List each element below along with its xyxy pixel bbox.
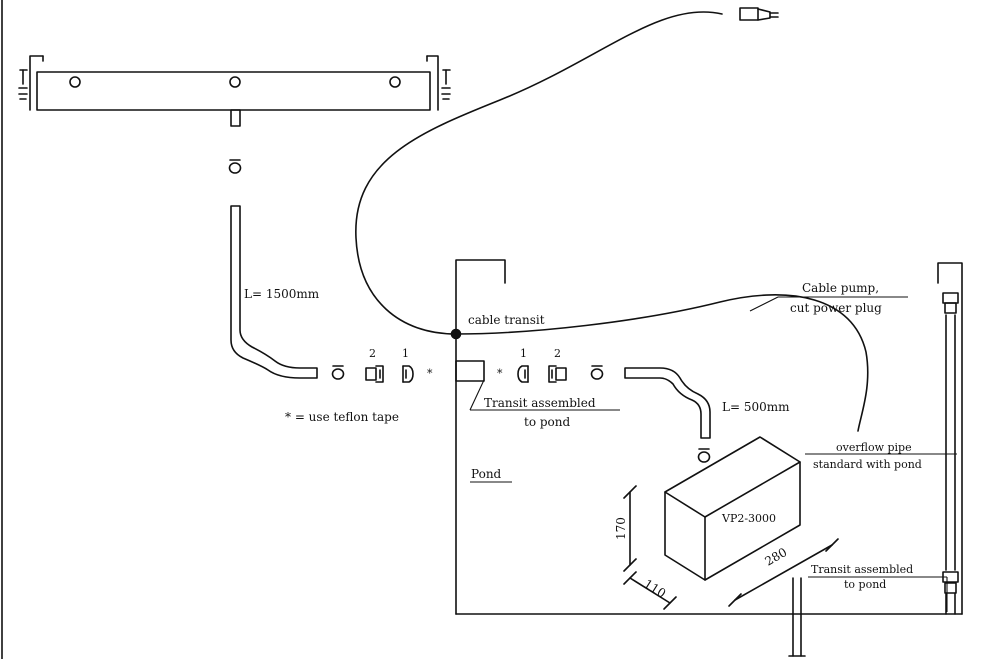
coupling-left-1-number: 1 bbox=[402, 347, 409, 360]
coupling-right-1-number: 1 bbox=[520, 347, 527, 360]
cable-pump-label-line1: Cable pump, bbox=[802, 281, 879, 295]
pond-wall-left bbox=[455, 259, 506, 615]
bar-outlet-nipple bbox=[230, 109, 241, 127]
teflon-note: * = use teflon tape bbox=[285, 410, 399, 424]
bracket-left bbox=[29, 55, 44, 111]
screw-right-icon bbox=[441, 69, 451, 100]
pond-transit-box bbox=[455, 360, 485, 382]
hose-clamp-right-icon bbox=[590, 365, 604, 380]
filter-bar-assembly bbox=[18, 55, 451, 127]
star-left: * bbox=[427, 367, 433, 380]
transit-right-label-line1: Transit assembled bbox=[811, 563, 913, 576]
dimension-width bbox=[623, 571, 677, 610]
overflow-label-line1: overflow pipe bbox=[836, 441, 912, 454]
coupling-left-2-number: 2 bbox=[369, 347, 376, 360]
coupling-right-1-icon bbox=[517, 365, 529, 383]
hose-clamp-top-icon bbox=[228, 159, 242, 174]
hose-clamp-bottom-icon bbox=[697, 448, 711, 463]
star-right: * bbox=[497, 367, 503, 380]
coupling-left-1-icon bbox=[402, 365, 414, 383]
coupling-right-2-number: 2 bbox=[554, 347, 561, 360]
hose-long-label: L= 1500mm bbox=[244, 287, 320, 301]
coupling-right-2-icon bbox=[548, 365, 567, 383]
pond-wall-right bbox=[937, 262, 963, 615]
cable-transit-label: cable transit bbox=[468, 313, 545, 327]
dimension-width-label: 110 bbox=[641, 577, 668, 601]
transit-pond-label-line2: to pond bbox=[524, 415, 570, 429]
hose-short bbox=[624, 367, 711, 439]
coupling-left-2-icon bbox=[365, 365, 384, 383]
bracket-right bbox=[426, 55, 439, 111]
power-plug-icon bbox=[739, 7, 779, 21]
overflow-label-line2: standard with pond bbox=[813, 458, 922, 471]
hose-long bbox=[230, 205, 318, 379]
hose-clamp-left-icon bbox=[331, 365, 345, 380]
pond-label: Pond bbox=[471, 467, 502, 481]
cable-pump-label-line2: cut power plug bbox=[790, 301, 882, 315]
power-cable bbox=[355, 11, 869, 432]
pump-box bbox=[664, 436, 801, 581]
hose-short-label: L= 500mm bbox=[722, 400, 790, 414]
pump-model-label: VP2-3000 bbox=[721, 512, 776, 525]
bar-hole-center bbox=[229, 76, 241, 88]
dimension-height bbox=[623, 485, 637, 572]
bar-hole-right bbox=[389, 76, 401, 88]
bar-hole-left bbox=[69, 76, 81, 88]
overflow-pipe bbox=[942, 292, 959, 615]
transit-pond-label-line1: Transit assembled bbox=[484, 396, 596, 410]
screw-left-icon bbox=[18, 69, 28, 100]
dimension-length-label: 280 bbox=[763, 545, 790, 569]
dimension-length bbox=[728, 538, 839, 607]
transit-right-label-line2: to pond bbox=[844, 578, 886, 591]
dimension-height-label: 170 bbox=[614, 517, 628, 540]
